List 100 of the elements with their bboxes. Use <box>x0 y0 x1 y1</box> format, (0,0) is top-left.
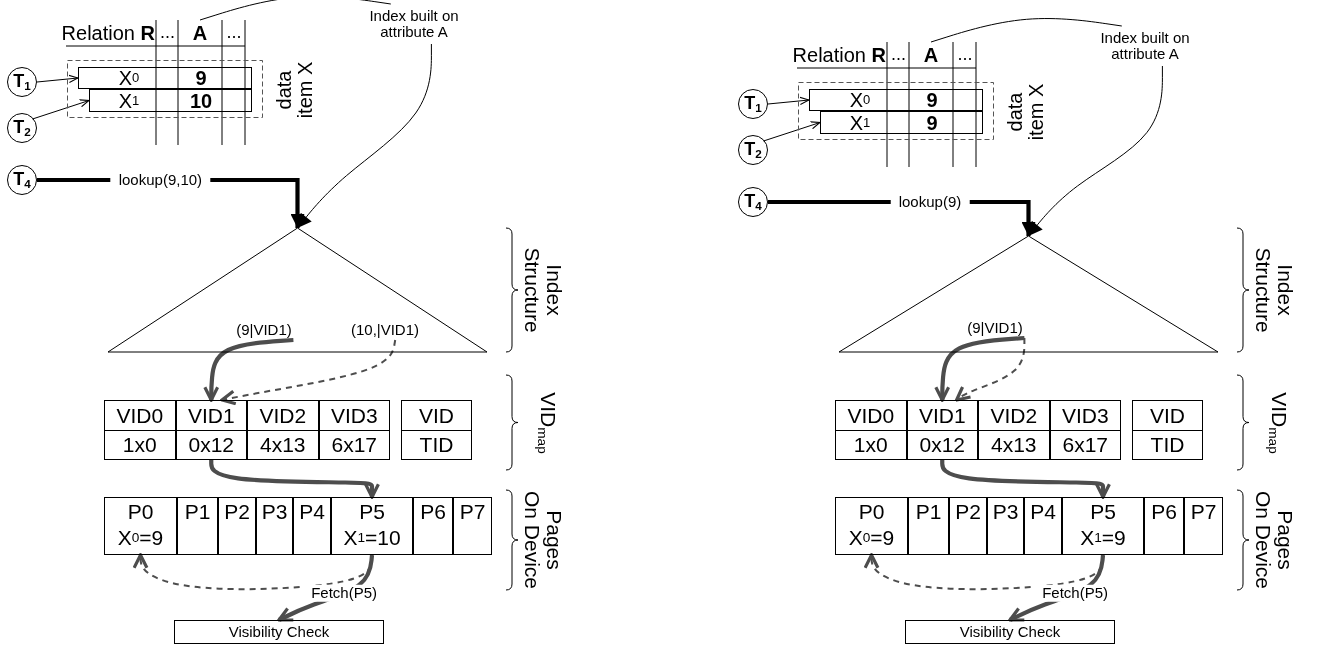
tid-value: 4x13 <box>248 430 318 459</box>
leader-line <box>199 0 392 21</box>
leader-line <box>930 18 1123 43</box>
column-header: ... <box>159 21 176 45</box>
tid-value: TID <box>1133 430 1202 459</box>
arrow <box>297 43 432 229</box>
vid-label: VID1 <box>917 402 967 429</box>
table-caption: Relation R <box>60 21 155 46</box>
index-entry: (9|VID1) <box>953 318 1037 338</box>
vid-map-column <box>318 400 390 460</box>
tid-value: 0x12 <box>907 430 977 459</box>
page-label: P2 <box>223 499 251 525</box>
vid-label: VID <box>1149 402 1186 429</box>
vid-label: VID <box>418 402 455 429</box>
page-cell <box>949 497 987 555</box>
side-label: data item X <box>1004 82 1048 143</box>
page-label: P3 <box>991 499 1020 525</box>
page-cell <box>453 497 492 555</box>
column-header: ... <box>225 21 243 45</box>
page-label: P1 <box>914 499 943 525</box>
page-label: P5 <box>358 499 386 525</box>
bracket-label: Pages On Device <box>1251 489 1297 591</box>
table-row <box>809 89 983 111</box>
attribute-value: 9 <box>194 68 208 88</box>
attribute-value: 9 <box>925 90 939 110</box>
page-label: P2 <box>954 499 982 525</box>
index-entry: (10,|VID1) <box>334 320 436 340</box>
page-label: P7 <box>1189 499 1218 525</box>
vid-label: VID2 <box>989 402 1039 429</box>
vid-label: VID2 <box>258 402 308 429</box>
table-caption: Relation R <box>791 43 886 68</box>
page-cell <box>835 497 908 555</box>
column-header: A <box>911 42 951 68</box>
tid-value: 6x17 <box>319 430 389 459</box>
arrow <box>203 337 294 402</box>
page-cell <box>1062 497 1144 555</box>
vid-map-column <box>175 400 247 460</box>
vid-label: VID3 <box>329 402 379 429</box>
edge-label: lookup(9) <box>890 193 970 211</box>
bracket-label: Index Structure <box>520 246 566 335</box>
page-cell <box>293 497 331 555</box>
page-label: P6 <box>419 499 447 525</box>
column-header: ... <box>956 43 974 67</box>
arrow <box>36 74 79 83</box>
table-row <box>78 67 252 89</box>
vid-label: VID3 <box>1060 402 1110 429</box>
tid-value: 0x12 <box>176 430 246 459</box>
dashed-arrow <box>220 339 397 406</box>
page-label: P0 <box>857 499 886 525</box>
page-label: P7 <box>458 499 487 525</box>
arrow <box>1028 65 1163 237</box>
arrow <box>32 99 90 120</box>
vid-map-column <box>978 400 1050 460</box>
arrow <box>767 96 810 105</box>
page-label: P3 <box>260 499 289 525</box>
page-cell <box>1144 497 1184 555</box>
arrow <box>934 335 1025 402</box>
page-cell <box>177 497 218 555</box>
arrow <box>763 121 821 142</box>
vid-label: VID1 <box>186 402 236 429</box>
page-cell <box>104 497 177 555</box>
tid-value: 4x13 <box>979 430 1049 459</box>
column-header: ... <box>890 43 907 67</box>
page-label: P4 <box>298 499 326 525</box>
page-cell <box>413 497 453 555</box>
annotation-text: Index built on attribute A <box>356 4 472 44</box>
page-cell <box>987 497 1024 555</box>
tid-value: 6x17 <box>1050 430 1120 459</box>
tid-value: TID <box>402 430 471 459</box>
page-cell <box>331 497 413 555</box>
column-header: A <box>180 20 220 46</box>
page-cell <box>218 497 256 555</box>
table-row <box>820 111 983 134</box>
edge-label: lookup(9,10) <box>110 171 211 189</box>
page-cell <box>256 497 293 555</box>
vid-map-column <box>1132 400 1203 460</box>
annotation-text: Index built on attribute A <box>1087 26 1203 66</box>
dashed-arrow <box>954 337 1026 402</box>
page-label: P5 <box>1089 499 1117 525</box>
page-label: P4 <box>1029 499 1057 525</box>
vid-map-column <box>835 400 907 460</box>
page-label: P0 <box>126 499 155 525</box>
visibility-check-box: Visibility Check <box>905 620 1115 644</box>
attribute-value: 10 <box>188 90 214 111</box>
page-label: P1 <box>183 499 212 525</box>
tid-value: 1x0 <box>105 430 175 459</box>
page-cell <box>1024 497 1062 555</box>
vid-map-column <box>401 400 472 460</box>
vid-map-column <box>247 400 319 460</box>
bracket-label: Pages On Device <box>520 489 566 591</box>
index-entry: (9|VID1) <box>222 320 306 340</box>
table-row <box>89 89 252 112</box>
page-cell <box>908 497 949 555</box>
vid-map-column <box>1049 400 1121 460</box>
page-label: P6 <box>1150 499 1178 525</box>
vid-map-column <box>906 400 978 460</box>
vid-label: VID0 <box>846 402 896 429</box>
side-label: data item X <box>273 60 317 121</box>
bracket-label: Index Structure <box>1251 246 1297 335</box>
vid-map-column <box>104 400 176 460</box>
